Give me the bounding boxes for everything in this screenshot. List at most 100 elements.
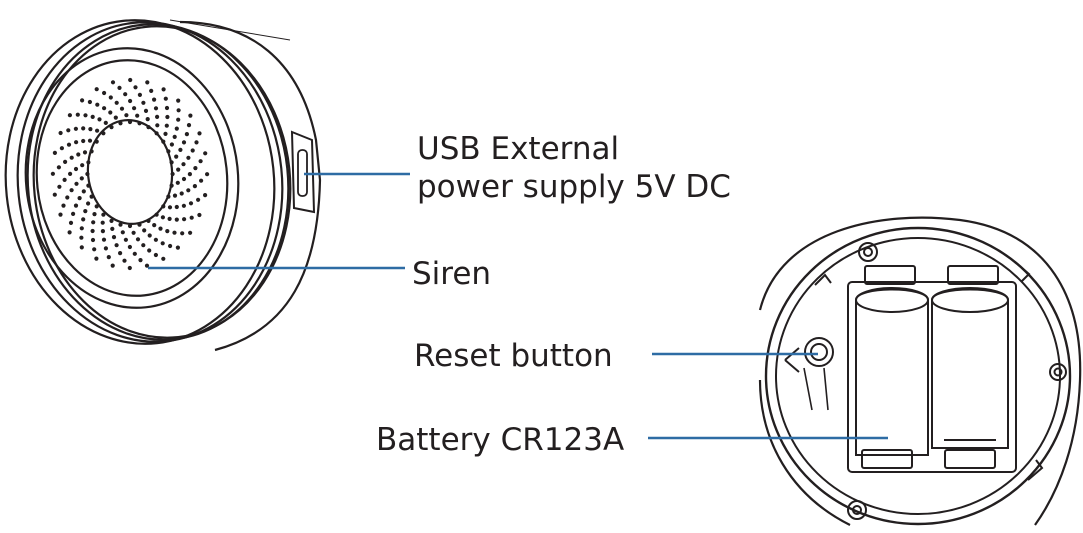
speaker-hole (161, 256, 166, 261)
speaker-hole (110, 263, 115, 268)
speaker-hole (95, 102, 100, 107)
speaker-hole (155, 114, 160, 119)
speaker-hole (184, 132, 189, 137)
speaker-hole (100, 229, 105, 234)
speaker-hole (67, 230, 72, 235)
speaker-hole (90, 228, 95, 234)
speaker-hole (86, 201, 91, 206)
speaker-hole (175, 245, 180, 250)
speaker-hole (65, 195, 70, 200)
speaker-hole (166, 149, 171, 154)
speaker-hole (154, 131, 159, 136)
speaker-hole (135, 113, 140, 118)
speaker-hole (127, 119, 133, 125)
speaker-hole (81, 189, 86, 194)
speaker-hole (89, 194, 94, 199)
siren-speaker-holes (50, 77, 210, 271)
speaker-hole (94, 87, 99, 92)
speaker-hole (94, 204, 99, 209)
speaker-hole (132, 251, 137, 256)
speaker-hole (167, 216, 172, 221)
speaker-hole (94, 139, 99, 144)
speaker-hole (79, 176, 84, 181)
speaker-hole (190, 148, 195, 153)
speaker-hole (103, 120, 108, 125)
speaker-hole (178, 147, 183, 152)
battery-label: Battery CR123A (376, 422, 625, 458)
speaker-hole (196, 197, 201, 202)
speaker-hole (142, 228, 147, 233)
speaker-hole (52, 150, 58, 155)
speaker-hole (193, 166, 198, 171)
speaker-hole (88, 127, 93, 132)
speaker-hole (176, 98, 181, 103)
speaker-hole (95, 128, 100, 133)
speaker-hole (198, 159, 203, 164)
speaker-hole (75, 112, 80, 117)
speaker-hole (119, 106, 125, 111)
speaker-hole (186, 188, 191, 193)
speaker-hole (76, 152, 81, 157)
speaker-hole (108, 110, 113, 115)
speaker-hole (138, 258, 143, 263)
speaker-hole (57, 184, 62, 189)
speaker-hole (169, 142, 174, 147)
speaker-hole (172, 193, 178, 198)
speaker-hole (114, 243, 119, 248)
speaker-hole (203, 193, 208, 198)
speaker-hole (131, 230, 136, 235)
speaker-hole (203, 151, 208, 156)
speaker-hole (181, 162, 186, 167)
speaker-hole (172, 134, 177, 139)
speaker-hole (146, 218, 151, 223)
speaker-hole (172, 230, 177, 235)
siren-front-view (4, 19, 322, 352)
speaker-hole (66, 128, 71, 133)
speaker-hole (127, 265, 132, 271)
speaker-hole (69, 188, 74, 193)
speaker-hole (100, 220, 105, 225)
speaker-hole (59, 146, 64, 151)
speaker-hole (197, 131, 202, 136)
speaker-hole (123, 92, 128, 97)
speaker-hole (74, 181, 79, 186)
speaker-hole (66, 142, 72, 147)
speaker-hole (106, 255, 111, 260)
speaker-hole (169, 160, 174, 165)
speaker-hole (90, 114, 95, 119)
reset-button-label: Reset button (414, 338, 613, 374)
speaker-hole (149, 88, 154, 93)
speaker-hole (97, 117, 102, 122)
speaker-hole (113, 115, 118, 120)
speaker-hole (92, 247, 97, 252)
speaker-hole (69, 155, 74, 160)
speaker-hole (118, 251, 123, 256)
speaker-hole (181, 203, 186, 208)
speaker-hole (73, 126, 78, 131)
speaker-hole (179, 191, 184, 196)
speaker-hole (79, 235, 84, 240)
speaker-hole (124, 113, 129, 118)
speaker-hole (109, 125, 114, 130)
speaker-hole (73, 203, 79, 208)
speaker-hole (101, 212, 106, 217)
speaker-hole (161, 204, 166, 209)
speaker-hole (79, 245, 84, 250)
speaker-hole (141, 243, 146, 248)
speaker-hole (165, 229, 170, 234)
speaker-hole (71, 211, 76, 216)
siren-back-view (758, 216, 1082, 526)
speaker-hole (86, 160, 91, 165)
speaker-hole (145, 80, 150, 85)
speaker-hole (135, 237, 141, 242)
speaker-hole (101, 131, 106, 136)
speaker-hole (170, 171, 175, 177)
speaker-hole (168, 243, 173, 249)
speaker-hole (146, 125, 151, 130)
speaker-hole (205, 172, 210, 177)
speaker-hole (58, 130, 63, 136)
speaker-hole (161, 139, 166, 144)
speaker-hole (87, 99, 92, 105)
speaker-hole (101, 237, 107, 242)
